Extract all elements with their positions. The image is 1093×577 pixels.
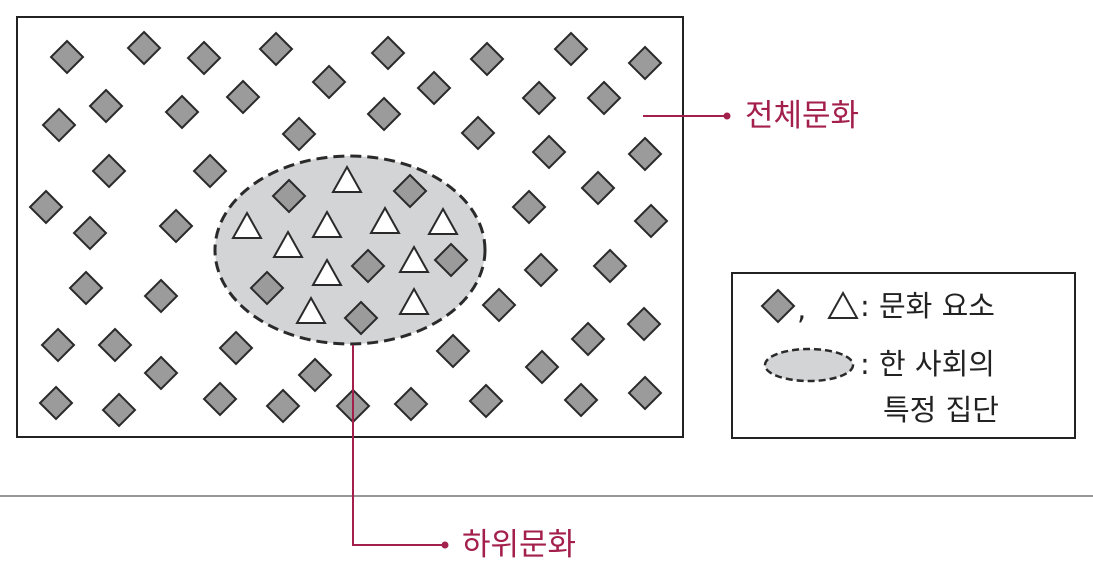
culture-element-diamond <box>143 355 179 391</box>
culture-element-diamond <box>524 349 560 385</box>
whole-culture-label: 전체문화 <box>745 98 860 134</box>
subculture-element-triangle <box>311 209 343 238</box>
legend-diamond-icon <box>760 288 796 324</box>
culture-element-diamond <box>627 136 663 172</box>
culture-element-diamond <box>627 375 663 411</box>
culture-element-diamond <box>88 88 124 124</box>
culture-element-diamond <box>392 173 428 209</box>
subculture-label: 하위문화 <box>462 527 577 563</box>
culture-element-diamond <box>523 252 559 288</box>
legend-elements-text: : 문화 요소 <box>860 289 995 323</box>
culture-element-diamond <box>531 134 567 170</box>
culture-element-diamond <box>350 248 386 284</box>
culture-element-diamond <box>40 327 76 363</box>
culture-element-diamond <box>592 248 628 284</box>
culture-element-diamond <box>68 270 104 306</box>
subculture-element-triangle <box>398 286 430 315</box>
culture-element-diamond <box>633 203 669 239</box>
culture-element-diamond <box>258 31 294 67</box>
culture-element-diamond <box>192 153 228 189</box>
culture-element-diamond <box>570 321 606 357</box>
culture-element-diamond <box>416 70 452 106</box>
legend-ellipse-icon <box>763 347 855 383</box>
culture-element-diamond <box>271 178 307 214</box>
culture-elements-outside <box>28 30 669 428</box>
culture-element-diamond <box>158 208 194 244</box>
culture-element-diamond <box>249 270 285 306</box>
culture-element-diamond <box>72 215 108 251</box>
culture-element-diamond <box>49 39 85 75</box>
subculture-leader-dot <box>441 541 449 549</box>
legend-group-text-2: 특정 집단 <box>883 393 999 427</box>
culture-element-diamond <box>218 330 254 366</box>
culture-element-diamond <box>297 357 333 393</box>
whole-culture-leader-dot <box>723 112 731 120</box>
culture-element-diamond <box>343 300 379 336</box>
culture-element-diamond <box>460 115 496 151</box>
subculture-element-triangle <box>427 206 459 235</box>
subculture-elements <box>231 164 459 324</box>
culture-element-diamond <box>41 107 77 143</box>
culture-element-diamond <box>435 333 471 369</box>
culture-element-diamond <box>586 80 622 116</box>
culture-element-diamond <box>553 31 589 67</box>
subculture-element-triangle <box>369 205 401 234</box>
culture-element-diamond <box>626 306 662 342</box>
culture-element-diamond <box>511 189 547 225</box>
culture-element-diamond <box>433 242 469 278</box>
culture-element-diamond <box>164 94 200 130</box>
culture-element-diamond <box>311 64 347 100</box>
culture-element-diamond <box>627 45 663 81</box>
subculture-leader-line <box>352 345 445 546</box>
culture-element-diamond <box>366 96 402 132</box>
subculture-element-triangle <box>272 229 304 258</box>
culture-element-diamond <box>143 278 179 314</box>
culture-element-diamond <box>186 40 222 76</box>
culture-element-diamond <box>265 388 301 424</box>
culture-element-diamond <box>469 41 505 77</box>
culture-element-diamond <box>580 170 616 206</box>
culture-element-diamond <box>28 189 64 225</box>
culture-element-diamond <box>38 385 74 421</box>
culture-element-diamond <box>91 153 127 189</box>
subculture-element-triangle <box>311 257 343 286</box>
culture-element-diamond <box>97 327 133 363</box>
culture-element-diamond <box>393 386 429 422</box>
subculture-element-triangle <box>295 295 327 324</box>
culture-element-diamond <box>563 382 599 418</box>
culture-element-diamond <box>481 287 517 323</box>
culture-element-diamond <box>101 392 137 428</box>
legend-separator: , <box>797 292 807 326</box>
culture-element-diamond <box>468 383 504 419</box>
culture-element-diamond <box>521 80 557 116</box>
culture-elements-inside <box>249 173 469 336</box>
culture-element-diamond <box>281 116 317 152</box>
subculture-element-triangle <box>231 210 263 239</box>
culture-element-diamond <box>225 79 261 115</box>
subculture-element-triangle <box>331 164 363 193</box>
culture-element-diamond <box>370 35 406 71</box>
culture-element-diamond <box>202 381 238 417</box>
culture-element-diamond <box>126 30 162 66</box>
subculture-element-triangle <box>398 244 430 273</box>
legend-triangle-icon <box>827 290 859 319</box>
legend-group-text-1: : 한 사회의 <box>860 347 995 381</box>
